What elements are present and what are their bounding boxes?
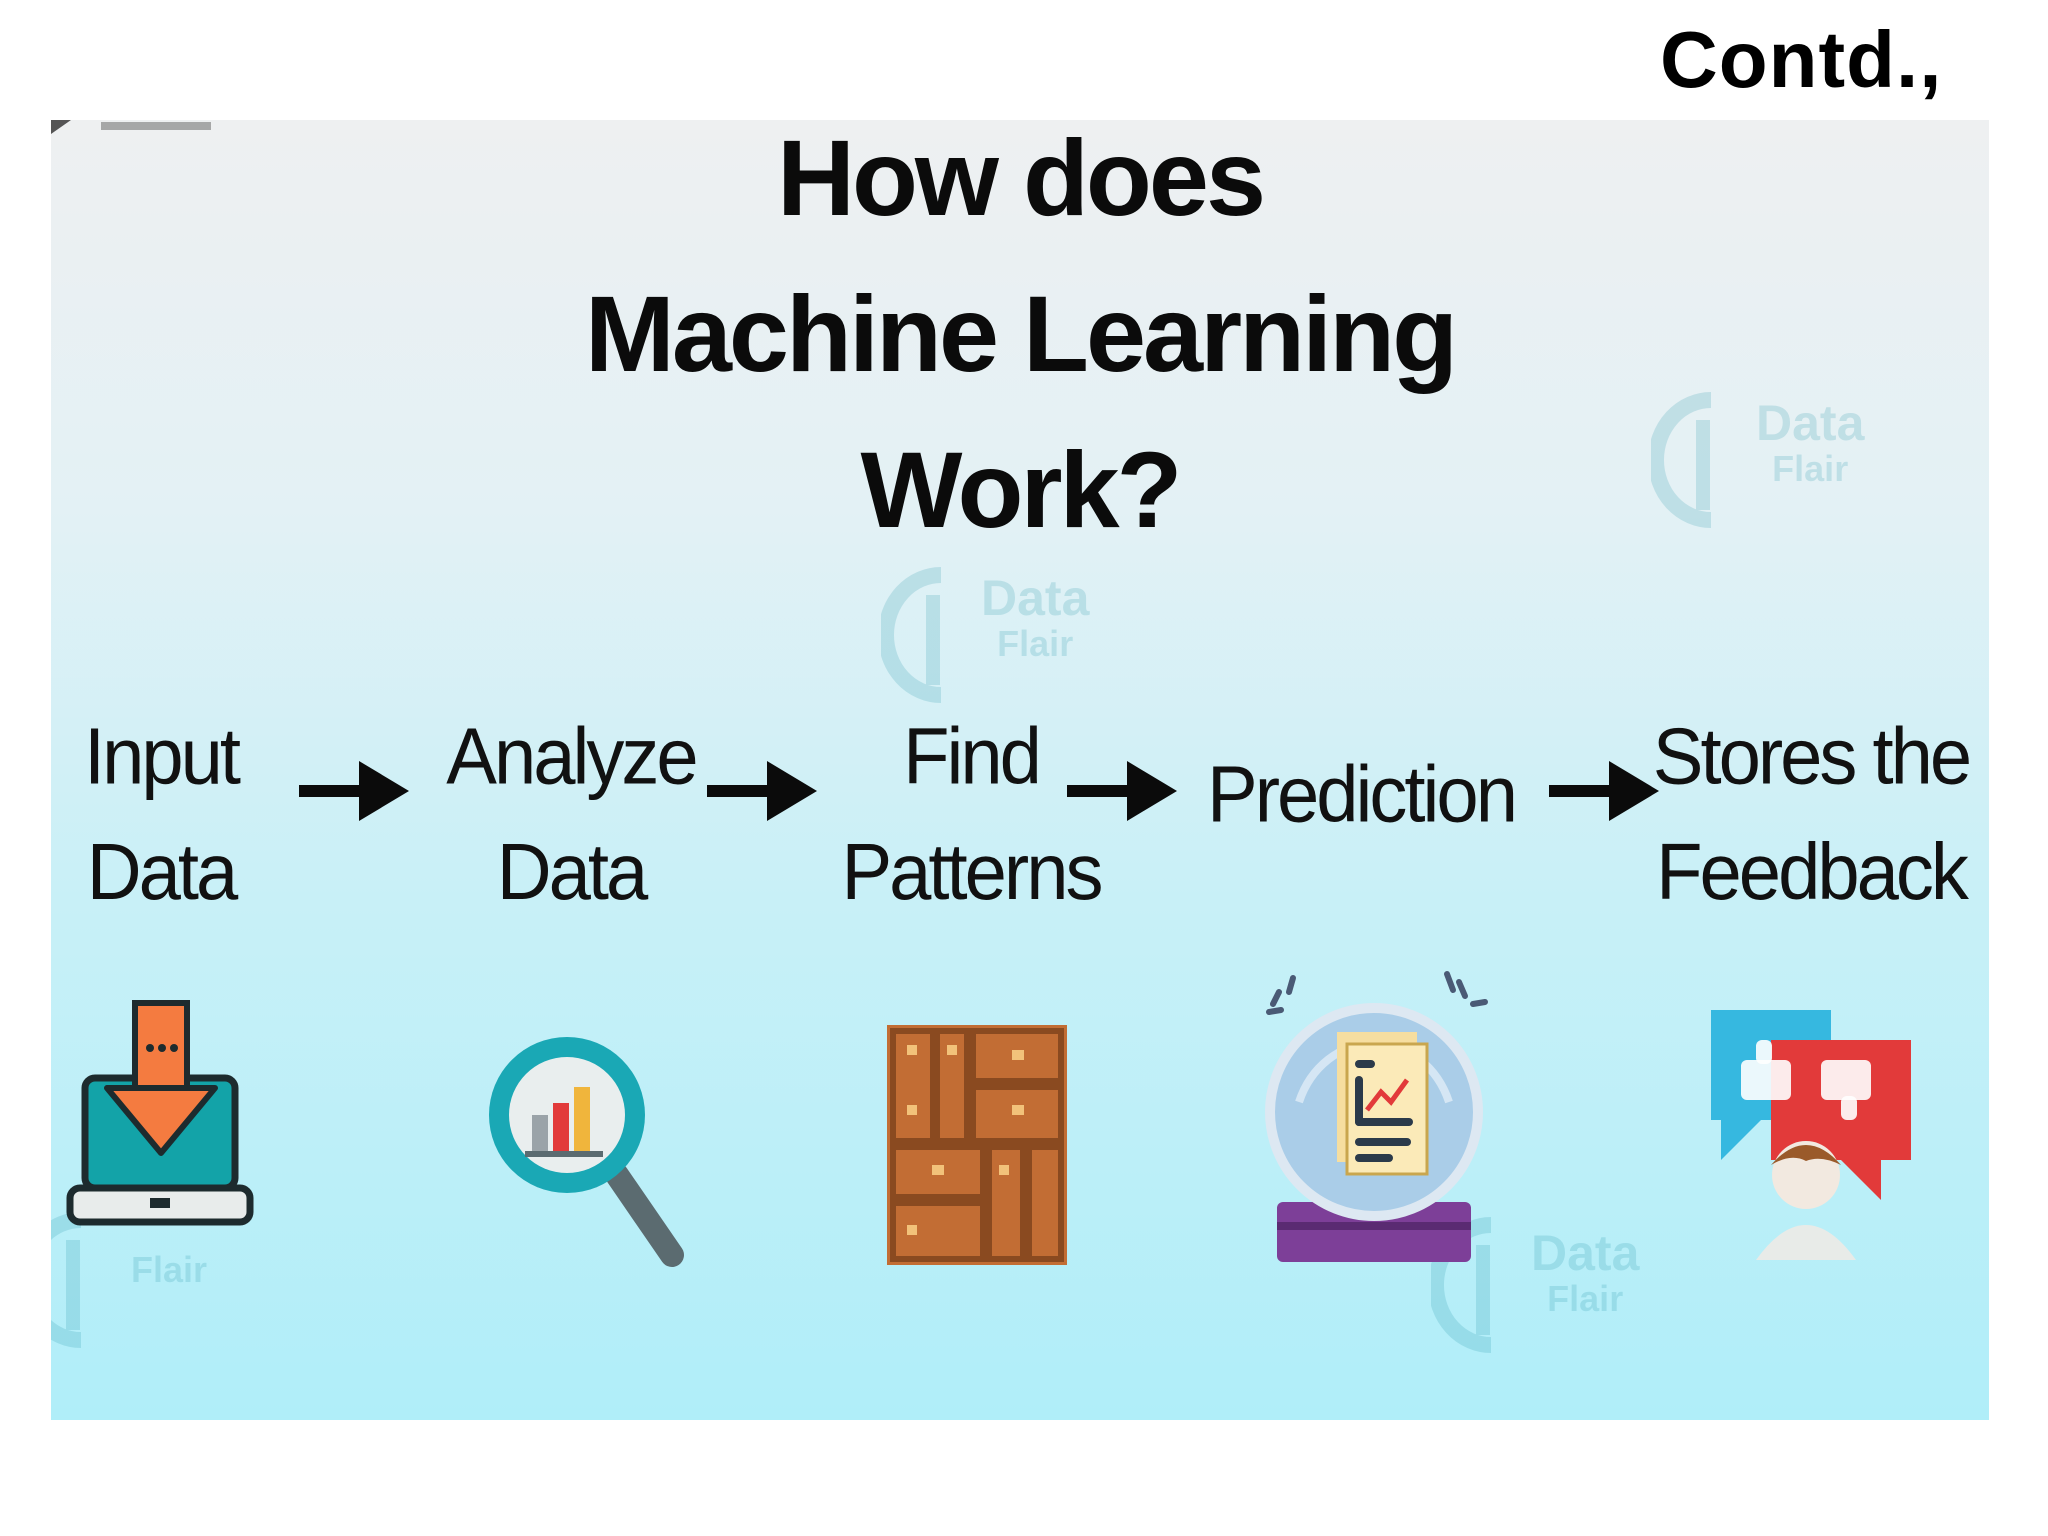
title-line: How does <box>776 120 1266 238</box>
watermark-text: Data Flair <box>981 570 1090 664</box>
arrow-right-icon <box>1067 761 1177 821</box>
watermark-logo <box>878 565 971 710</box>
arrow-right-icon <box>299 761 409 821</box>
pattern-blocks-icon <box>887 1025 1067 1265</box>
step-input-data: Input Data <box>51 700 271 931</box>
step-label: Data <box>496 827 649 917</box>
corner-mark <box>51 120 211 134</box>
step-stores-feedback: Stores the Feedback <box>1641 700 1981 931</box>
step-label: Input <box>83 712 241 802</box>
step-prediction: Prediction <box>1201 737 1521 853</box>
magnifier-chart-icon <box>489 1037 684 1267</box>
step-label: Data <box>86 827 239 917</box>
laptop-download-icon <box>66 1000 254 1226</box>
step-label: Find <box>903 712 1042 802</box>
watermark-logo <box>1648 390 1741 535</box>
contd-label: Contd., <box>1660 15 1943 104</box>
step-analyze-data: Analyze Data <box>436 700 706 931</box>
watermark-logo <box>51 1210 111 1355</box>
diagram-panel: Data Flair Data Flair Data Flair Flair H… <box>51 120 1989 1420</box>
step-label: Prediction <box>1207 749 1518 840</box>
title-line: Work? <box>860 429 1182 550</box>
step-label: Patterns <box>841 827 1103 917</box>
thumbs-feedback-icon <box>1711 1010 1911 1260</box>
step-label: Analyze <box>446 712 698 802</box>
title-line: Machine Learning <box>584 273 1458 394</box>
diagram-title: How does Machine Learning Work? <box>51 120 1989 568</box>
step-label: Stores the <box>1652 712 1972 802</box>
watermark-text: Data Flair <box>1531 1225 1640 1319</box>
arrow-right-icon <box>707 761 817 821</box>
crystal-ball-icon <box>1265 971 1488 1262</box>
watermark-text: Flair <box>131 1249 208 1290</box>
watermark-text: Data Flair <box>1756 395 1865 489</box>
step-label: Feedback <box>1656 827 1969 917</box>
step-find-patterns: Find Patterns <box>841 700 1103 931</box>
arrow-right-icon <box>1549 761 1659 821</box>
